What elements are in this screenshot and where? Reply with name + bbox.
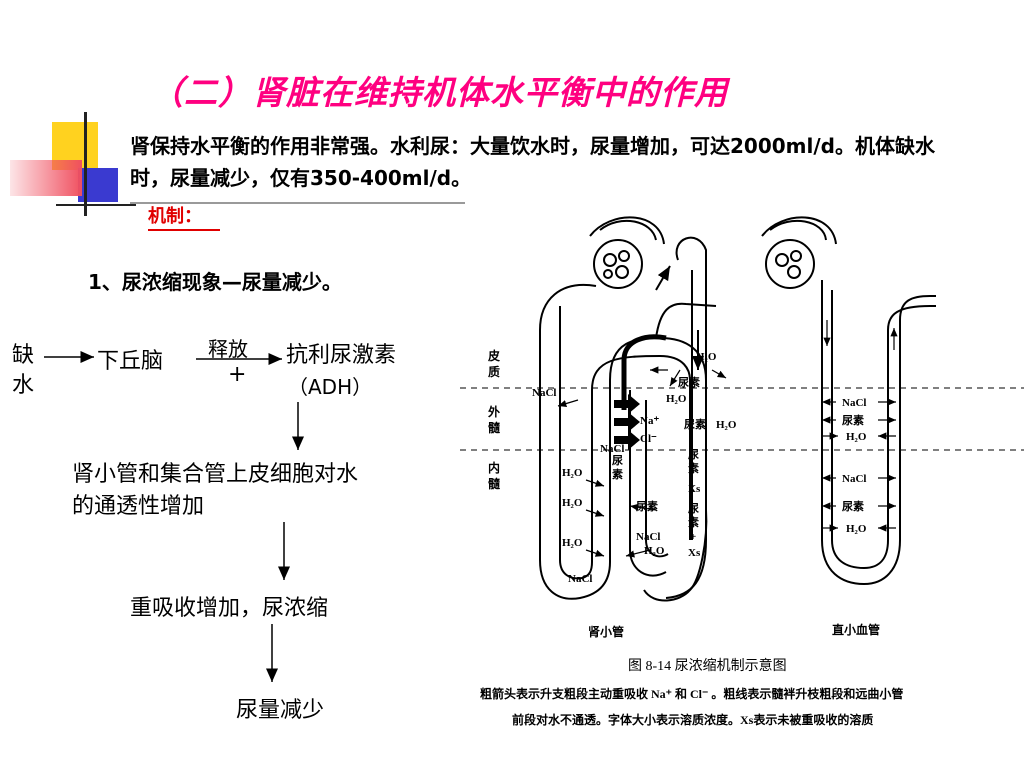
svg-text:H₂O: H₂O xyxy=(666,393,687,405)
svg-text:尿素: 尿素 xyxy=(684,417,706,431)
svg-text:H₂O: H₂O xyxy=(716,419,737,431)
svg-text:尿素: 尿素 xyxy=(678,375,700,389)
zone-outer-medulla-label: 外髓 xyxy=(488,404,501,435)
flow-deficit-1: 缺 xyxy=(12,343,35,368)
flow-adh-2: （ADH） xyxy=(288,375,373,399)
collecting-duct-labels: 尿素 尿素 Xs 尿素 + Xs xyxy=(612,448,701,559)
flow-reabsorption: 重吸收增加，尿浓缩 xyxy=(130,596,329,621)
svg-text:尿: 尿 xyxy=(612,454,623,467)
svg-text:H₂O: H₂O xyxy=(644,545,665,557)
svg-text:NaCl: NaCl xyxy=(532,387,556,399)
figure-note-line1: 粗箭头表示升支粗段主动重吸收 Na⁺ 和 Cl⁻ 。粗线表示髓袢升枝粗段和远曲小… xyxy=(480,686,903,701)
svg-text:尿素: 尿素 xyxy=(842,413,864,427)
left-tubule-labels: NaCl H₂O 尿素 H₂O Na⁺ Cl⁻ NaCl 尿素 H₂O H₂O … xyxy=(532,351,737,585)
flow-plus: + xyxy=(228,362,247,387)
svg-text:Cl⁻: Cl⁻ xyxy=(640,433,657,445)
decor-vertical-line xyxy=(84,112,87,216)
svg-text:H₂O: H₂O xyxy=(562,467,583,479)
decor-red-gradient xyxy=(10,160,82,196)
flow-permeability-2: 的通透性增加 xyxy=(72,494,205,519)
zone-cortex-label: 皮质 xyxy=(487,348,500,379)
right-figure-label: 直小血管 xyxy=(832,622,880,637)
flow-arrows xyxy=(44,351,304,682)
svg-text:素: 素 xyxy=(688,461,699,475)
vasa-recta-labels: NaCl 尿素 H₂O NaCl 尿素 H₂O xyxy=(842,397,867,535)
right-glomerulus xyxy=(761,216,837,289)
svg-text:Na⁺: Na⁺ xyxy=(640,415,659,427)
svg-text:Xs: Xs xyxy=(688,483,701,495)
flow-deficit-2: 水 xyxy=(12,373,35,398)
thick-ascending-limb xyxy=(621,334,667,410)
svg-text:尿: 尿 xyxy=(688,502,699,515)
svg-text:NaCl: NaCl xyxy=(600,443,624,455)
step-heading: 1、尿浓缩现象—尿量减少。 xyxy=(88,270,342,294)
svg-text:Xs: Xs xyxy=(688,547,701,559)
svg-text:H₂O: H₂O xyxy=(696,351,717,363)
svg-text:NaCl: NaCl xyxy=(568,573,592,585)
intro-paragraph: 肾保持水平衡的作用非常强。水利尿：大量饮水时，尿量增加，可达2000ml/d。机… xyxy=(130,134,935,190)
figure-caption: 图 8-14 尿浓缩机制示意图 xyxy=(628,657,787,674)
svg-text:+: + xyxy=(690,531,696,543)
left-glomerulus xyxy=(589,216,665,289)
svg-text:素: 素 xyxy=(612,467,623,481)
svg-text:NaCl: NaCl xyxy=(842,397,866,409)
svg-text:H₂O: H₂O xyxy=(846,523,867,535)
svg-text:H₂O: H₂O xyxy=(562,497,583,509)
left-small-arrows xyxy=(557,366,727,558)
flow-adh-1: 抗利尿激素 xyxy=(286,343,397,368)
page-title: （二）肾脏在维持机体水平衡中的作用 xyxy=(150,73,728,112)
svg-text:NaCl: NaCl xyxy=(636,531,660,543)
intro-divider xyxy=(130,202,465,204)
svg-text:H₂O: H₂O xyxy=(846,431,867,443)
urine-concentration-diagram: 皮质 外髓 内髓 NaCl H₂O 尿素 H₂O Na⁺ C xyxy=(460,216,1024,727)
svg-text:尿素: 尿素 xyxy=(636,499,658,513)
active-transport-arrows xyxy=(614,394,640,450)
flow-result: 尿量减少 xyxy=(236,698,325,723)
svg-text:尿素: 尿素 xyxy=(842,499,864,513)
svg-text:尿: 尿 xyxy=(688,448,699,461)
svg-text:素: 素 xyxy=(688,515,699,529)
left-figure-label: 肾小管 xyxy=(588,624,624,639)
svg-text:H₂O: H₂O xyxy=(562,537,583,549)
flow-permeability-1: 肾小管和集合管上皮细胞对水 xyxy=(72,462,359,487)
flow-release: 释放 xyxy=(208,337,248,361)
vasa-recta-arrows xyxy=(822,320,898,532)
svg-text:NaCl: NaCl xyxy=(842,473,866,485)
decor-squares xyxy=(0,0,140,230)
zone-inner-medulla-label: 内髓 xyxy=(488,460,501,491)
figure-note-line2: 前段对水不通透。字体大小表示溶质浓度。Xs表示未被重吸收的溶质 xyxy=(512,712,873,727)
mechanism-label: 机制： xyxy=(148,205,220,231)
decor-horizontal-line xyxy=(56,204,136,206)
vasa-recta xyxy=(821,280,936,586)
flow-hypothalamus: 下丘脑 xyxy=(97,349,164,374)
